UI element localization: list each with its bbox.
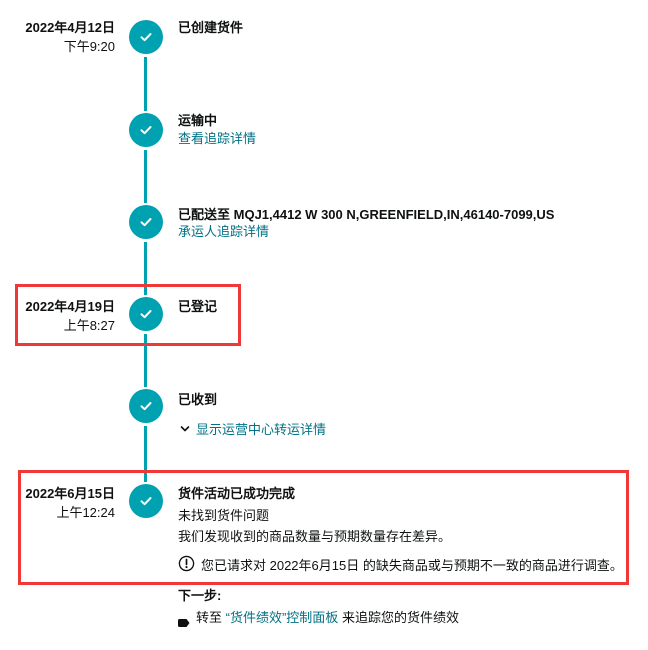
info-exclamation-icon — [178, 555, 195, 576]
carrier-tracking-details-link[interactable]: 承运人追踪详情 — [178, 224, 270, 239]
event-title: 货件活动已成功完成 — [178, 486, 296, 501]
next-step-item: 转至 “货件绩效”控制面板 来追踪您的货件绩效 — [178, 609, 459, 627]
event-title-prefix: 已配送至 — [178, 207, 231, 222]
check-icon — [129, 484, 163, 518]
check-icon — [129, 205, 163, 239]
event-title: 已登记 — [178, 299, 218, 314]
view-tracking-details-link[interactable]: 查看追踪详情 — [178, 131, 257, 146]
timeline-connector — [144, 426, 147, 482]
shipment-performance-dashboard-link[interactable]: “货件绩效”控制面板 — [225, 610, 339, 625]
event-date: 2022年4月19日 — [25, 299, 115, 314]
highlight-box — [15, 284, 241, 346]
timeline-connector — [144, 150, 147, 203]
chevron-down-icon — [180, 421, 190, 438]
next-steps-label: 下一步: — [178, 588, 222, 603]
event-title: 已配送至 MQJ1,4412 W 300 N,GREENFIELD,IN,461… — [178, 206, 554, 223]
alert-text: 您已请求对 2022年6月15日 的缺失商品或与预期不一致的商品进行调查。 — [201, 558, 623, 573]
check-icon — [129, 389, 163, 423]
timeline-connector — [144, 334, 147, 387]
event-time: 上午12:24 — [56, 505, 115, 520]
expander-label: 显示运营中心转运详情 — [196, 422, 327, 437]
show-fc-transfer-details-toggle[interactable]: 显示运营中心转运详情 — [180, 421, 326, 438]
check-icon — [129, 20, 163, 54]
investigation-alert: 您已请求对 2022年6月15日 的缺失商品或与预期不一致的商品进行调查。 — [178, 555, 623, 576]
event-date: 2022年4月12日 — [25, 20, 115, 35]
event-time: 下午9:20 — [63, 39, 115, 54]
next-step-suffix: 来追踪您的货件绩效 — [341, 610, 459, 625]
event-time: 上午8:27 — [63, 318, 115, 333]
check-icon — [129, 113, 163, 147]
no-issues-text: 未找到货件问题 — [178, 508, 270, 523]
check-icon — [129, 297, 163, 331]
tag-icon — [178, 614, 190, 627]
event-title: 已收到 — [178, 392, 218, 407]
event-title: 运输中 — [178, 113, 218, 128]
timeline-connector — [144, 242, 147, 295]
discrepancy-text: 我们发现收到的商品数量与预期数量存在差异。 — [178, 529, 452, 544]
delivery-address: MQJ1,4412 W 300 N,GREENFIELD,IN,46140-70… — [233, 207, 555, 222]
event-date: 2022年6月15日 — [25, 486, 115, 501]
next-step-prefix: 转至 — [196, 610, 223, 625]
timeline-connector — [144, 57, 147, 111]
event-title: 已创建货件 — [178, 20, 244, 35]
